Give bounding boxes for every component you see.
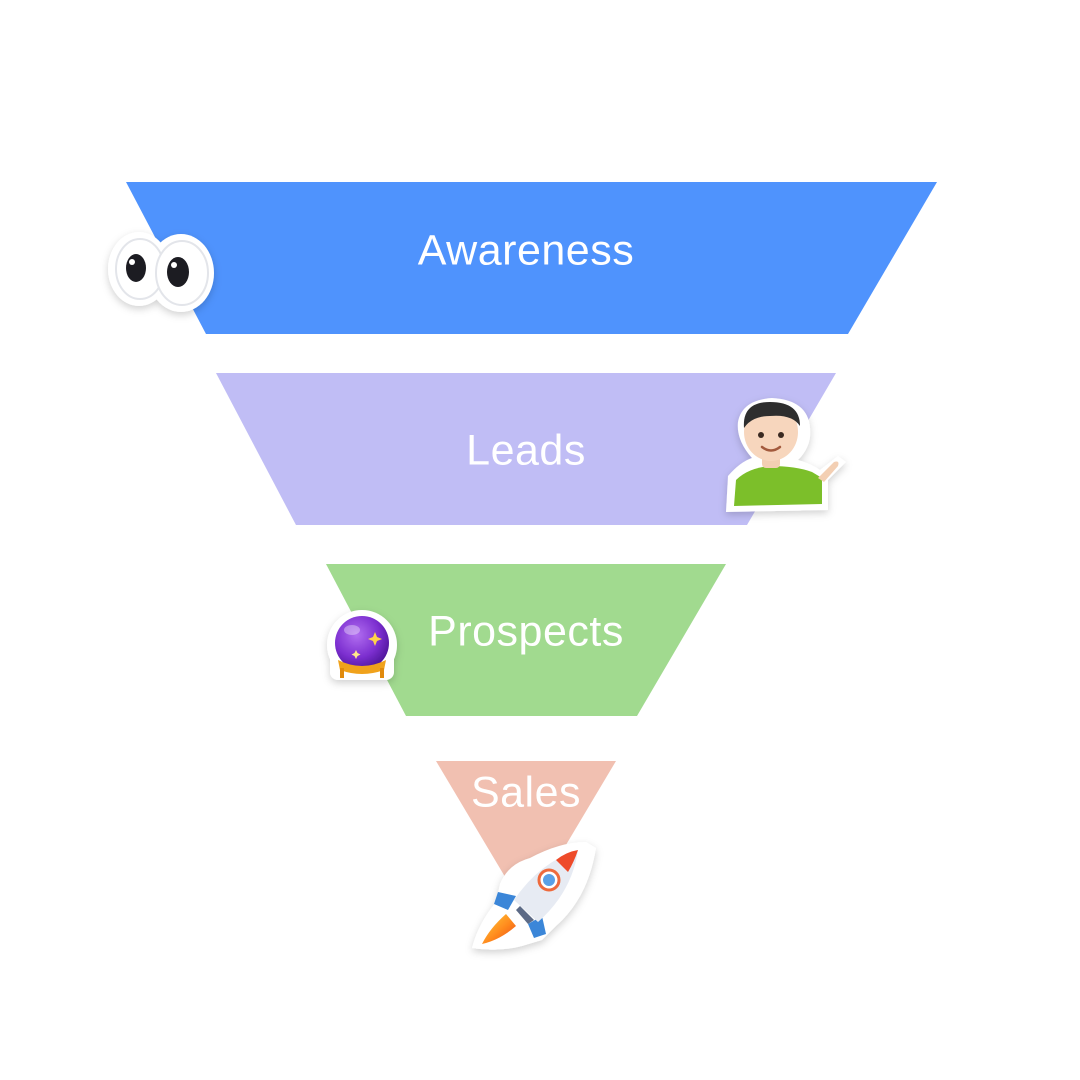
funnel-stage-leads-shape [216,373,836,525]
eyes-icon [108,232,214,312]
funnel-stage-sales-shape [436,761,616,912]
crystal-ball-icon [327,610,397,680]
funnel-stage-leads-label: Leads [466,426,586,474]
funnel-stage-awareness: Awareness [126,182,937,334]
rocket-icon [472,842,596,950]
funnel-stage-awareness-label: Awareness [418,226,634,274]
funnel-stage-awareness-shape [126,182,937,334]
person-shrugging-icon [726,398,846,512]
funnel-stage-sales: Sales [436,761,616,912]
funnel-stage-prospects-label: Prospects [428,607,624,655]
funnel-stage-leads: Leads [216,373,836,525]
funnel-stage-prospects-shape [326,564,726,716]
funnel-stage-sales-label: Sales [471,768,581,816]
funnel-stage-prospects: Prospects [326,564,726,716]
